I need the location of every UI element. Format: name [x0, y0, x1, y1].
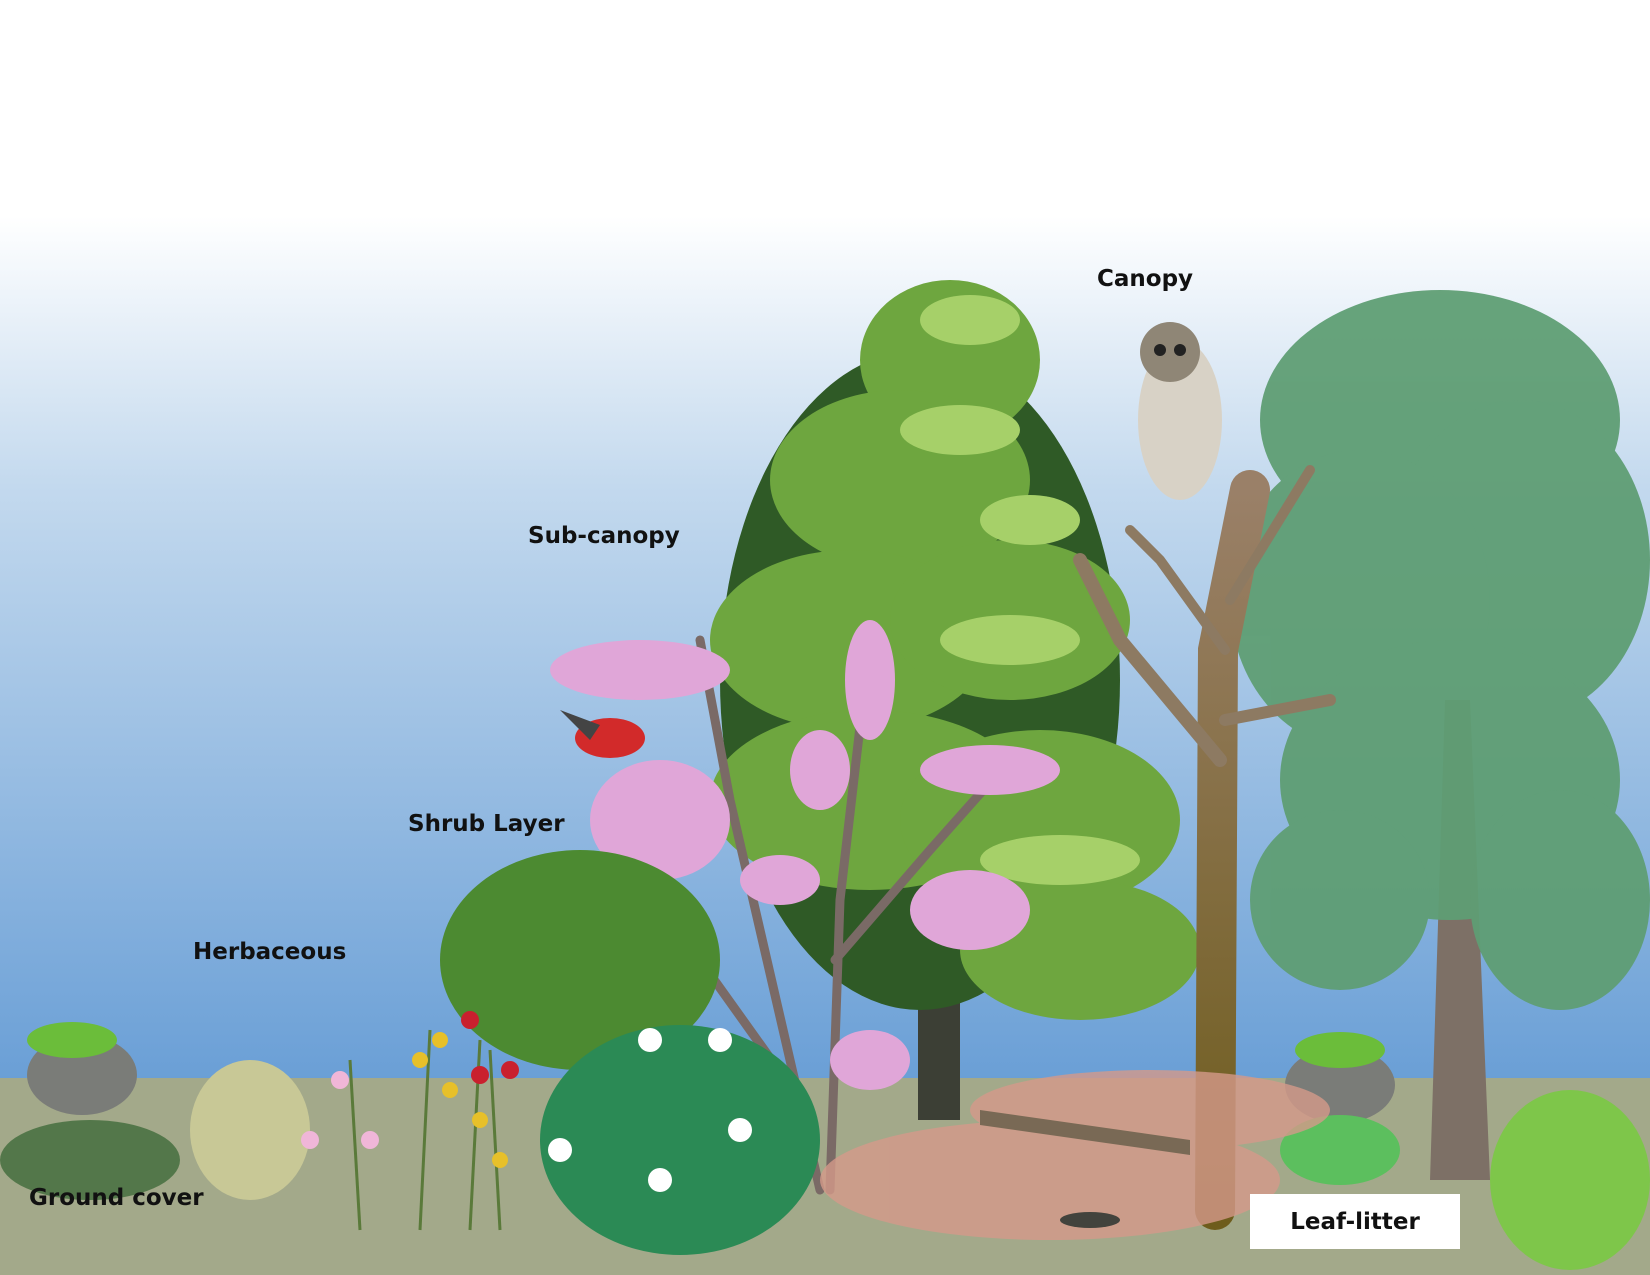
label-leaf-litter: Leaf-litter	[1250, 1194, 1460, 1249]
barred-owl	[1138, 322, 1222, 500]
leaf-litter	[820, 1070, 1330, 1240]
label-canopy: Canopy	[1097, 266, 1194, 292]
canopy-tree-center	[710, 280, 1200, 1120]
herbaceous-plants	[190, 1011, 519, 1231]
label-sub-canopy: Sub-canopy	[528, 523, 680, 549]
canopy-tree-right	[1230, 290, 1650, 1180]
redbud-tree	[520, 620, 1060, 1195]
label-ground-cover: Ground cover	[29, 1185, 204, 1211]
label-shrub-layer: Shrub Layer	[408, 811, 565, 837]
cardinal	[560, 710, 645, 758]
snag-tree	[1073, 465, 1336, 1230]
label-herbaceous: Herbaceous	[193, 939, 347, 965]
shrub	[440, 850, 820, 1255]
